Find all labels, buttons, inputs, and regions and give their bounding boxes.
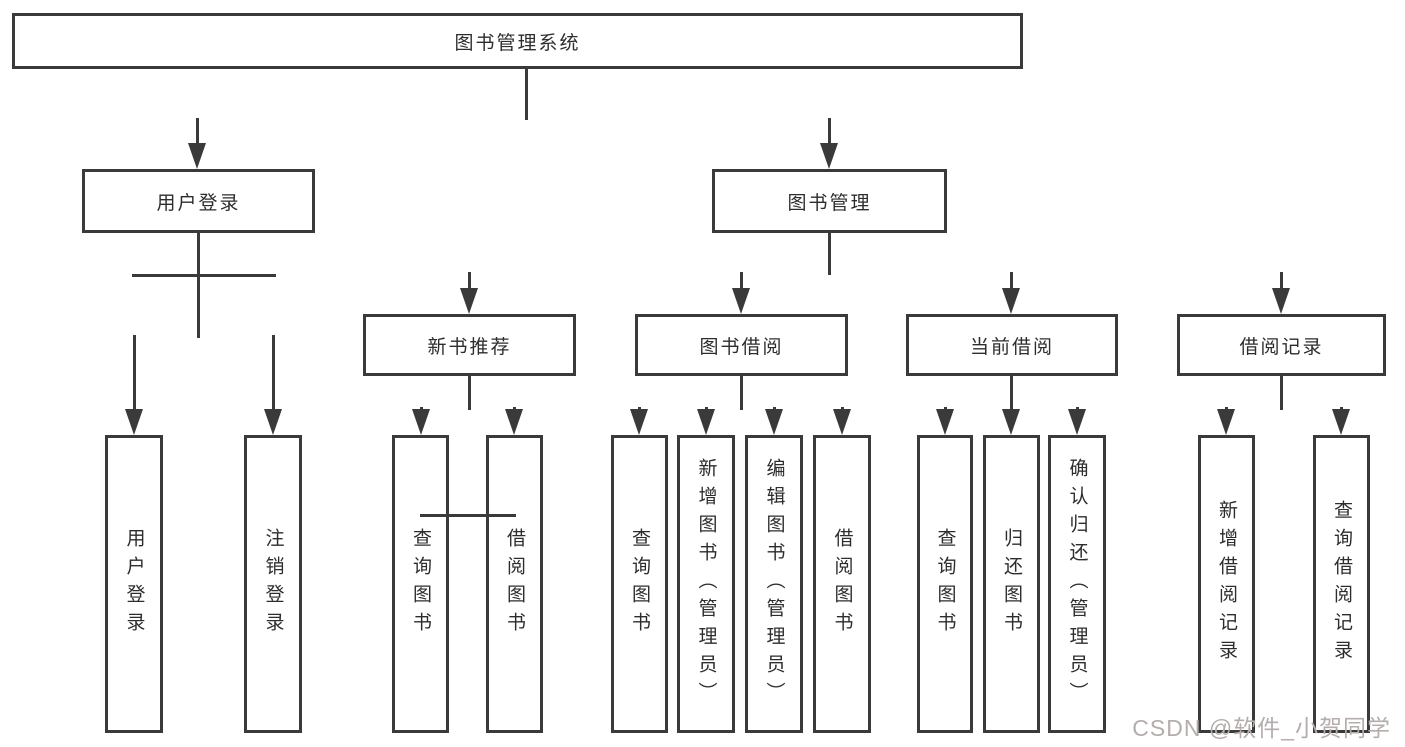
- connector-line: [828, 233, 831, 275]
- connector-line: [1010, 376, 1013, 410]
- leaf-borrow-borrow-books-label: 借阅图书: [831, 528, 853, 640]
- arrowhead-down-icon: [820, 143, 838, 169]
- node-book-borrow-label: 图书借阅: [699, 336, 784, 358]
- leaf-current-query-books-label: 查询图书: [934, 528, 956, 640]
- leaf-recommend-borrow-books-label: 借阅图书: [504, 528, 525, 640]
- arrowhead-down-icon: [412, 409, 430, 435]
- leaf-borrow-edit-books-admin: 编辑图书（管理员）: [745, 435, 803, 733]
- connector-line: [1280, 376, 1283, 410]
- leaf-current-confirm-return-admin: 确认归还（管理员）: [1048, 435, 1106, 733]
- connector-line: [197, 233, 200, 338]
- node-borrow-records: 借阅记录: [1177, 314, 1386, 376]
- leaf-current-return-books: 归还图书: [983, 435, 1040, 733]
- connector-line: [740, 272, 743, 290]
- node-borrow-records-label: 借阅记录: [1239, 336, 1324, 358]
- arrowhead-down-icon: [732, 288, 750, 314]
- arrowhead-down-icon: [125, 409, 143, 435]
- connector-line: [420, 514, 516, 517]
- node-new-book-recommend-label: 新书推荐: [427, 336, 512, 358]
- leaf-logout-label: 注销登录: [262, 528, 284, 640]
- connector-line: [525, 68, 528, 120]
- leaf-recommend-borrow-books: 借阅图书: [486, 435, 543, 733]
- leaf-current-query-books: 查询图书: [917, 435, 973, 733]
- arrowhead-down-icon: [1068, 409, 1086, 435]
- leaf-borrow-add-books-admin: 新增图书（管理员）: [677, 435, 735, 733]
- node-book-management: 图书管理: [712, 169, 947, 233]
- leaf-user-login: 用户登录: [105, 435, 163, 733]
- leaf-query-borrow-record: 查询借阅记录: [1313, 435, 1370, 733]
- leaf-borrow-add-books-admin-label: 新增图书（管理员）: [695, 458, 717, 710]
- node-library-system: 图书管理系统: [12, 13, 1023, 69]
- arrowhead-down-icon: [1217, 409, 1235, 435]
- arrowhead-down-icon: [833, 409, 851, 435]
- leaf-add-borrow-record-label: 新增借阅记录: [1216, 500, 1237, 668]
- connector-line: [132, 274, 276, 277]
- node-new-book-recommend: 新书推荐: [363, 314, 576, 376]
- arrowhead-down-icon: [1272, 288, 1290, 314]
- arrowhead-down-icon: [936, 409, 954, 435]
- arrowhead-down-icon: [188, 143, 206, 169]
- arrowhead-down-icon: [697, 409, 715, 435]
- leaf-borrow-query-books: 查询图书: [611, 435, 668, 733]
- leaf-query-borrow-record-label: 查询借阅记录: [1331, 500, 1352, 668]
- node-current-borrow-label: 当前借阅: [969, 336, 1054, 358]
- leaf-borrow-borrow-books: 借阅图书: [813, 435, 871, 733]
- arrowhead-down-icon: [460, 288, 478, 314]
- connector-line: [133, 335, 136, 411]
- leaf-borrow-query-books-label: 查询图书: [629, 528, 650, 640]
- node-user-login-label: 用户登录: [156, 192, 241, 214]
- arrowhead-down-icon: [630, 409, 648, 435]
- leaf-user-login-label: 用户登录: [123, 528, 145, 640]
- arrowhead-down-icon: [264, 409, 282, 435]
- connector-line: [1010, 272, 1013, 290]
- node-library-system-label: 图书管理系统: [454, 32, 581, 54]
- connector-line: [468, 376, 471, 410]
- leaf-recommend-query-books: 查询图书: [392, 435, 449, 733]
- connector-line: [1280, 272, 1283, 290]
- leaf-logout: 注销登录: [244, 435, 302, 733]
- csdn-watermark: CSDN @软件_小贺同学: [1132, 715, 1391, 741]
- connector-line: [468, 272, 471, 290]
- leaf-borrow-edit-books-admin-label: 编辑图书（管理员）: [763, 458, 785, 710]
- arrowhead-down-icon: [765, 409, 783, 435]
- arrowhead-down-icon: [505, 409, 523, 435]
- connector-line: [828, 118, 831, 146]
- node-book-borrow: 图书借阅: [635, 314, 848, 376]
- leaf-current-return-books-label: 归还图书: [1001, 528, 1022, 640]
- node-book-management-label: 图书管理: [787, 192, 872, 214]
- leaf-current-confirm-return-admin-label: 确认归还（管理员）: [1066, 458, 1088, 710]
- node-user-login: 用户登录: [82, 169, 315, 233]
- connector-line: [196, 118, 199, 146]
- arrowhead-down-icon: [1332, 409, 1350, 435]
- arrowhead-down-icon: [1002, 409, 1020, 435]
- node-current-borrow: 当前借阅: [906, 314, 1118, 376]
- arrowhead-down-icon: [1002, 288, 1020, 314]
- leaf-recommend-query-books-label: 查询图书: [410, 528, 431, 640]
- connector-line: [272, 335, 275, 411]
- leaf-add-borrow-record: 新增借阅记录: [1198, 435, 1255, 733]
- connector-line: [740, 376, 743, 410]
